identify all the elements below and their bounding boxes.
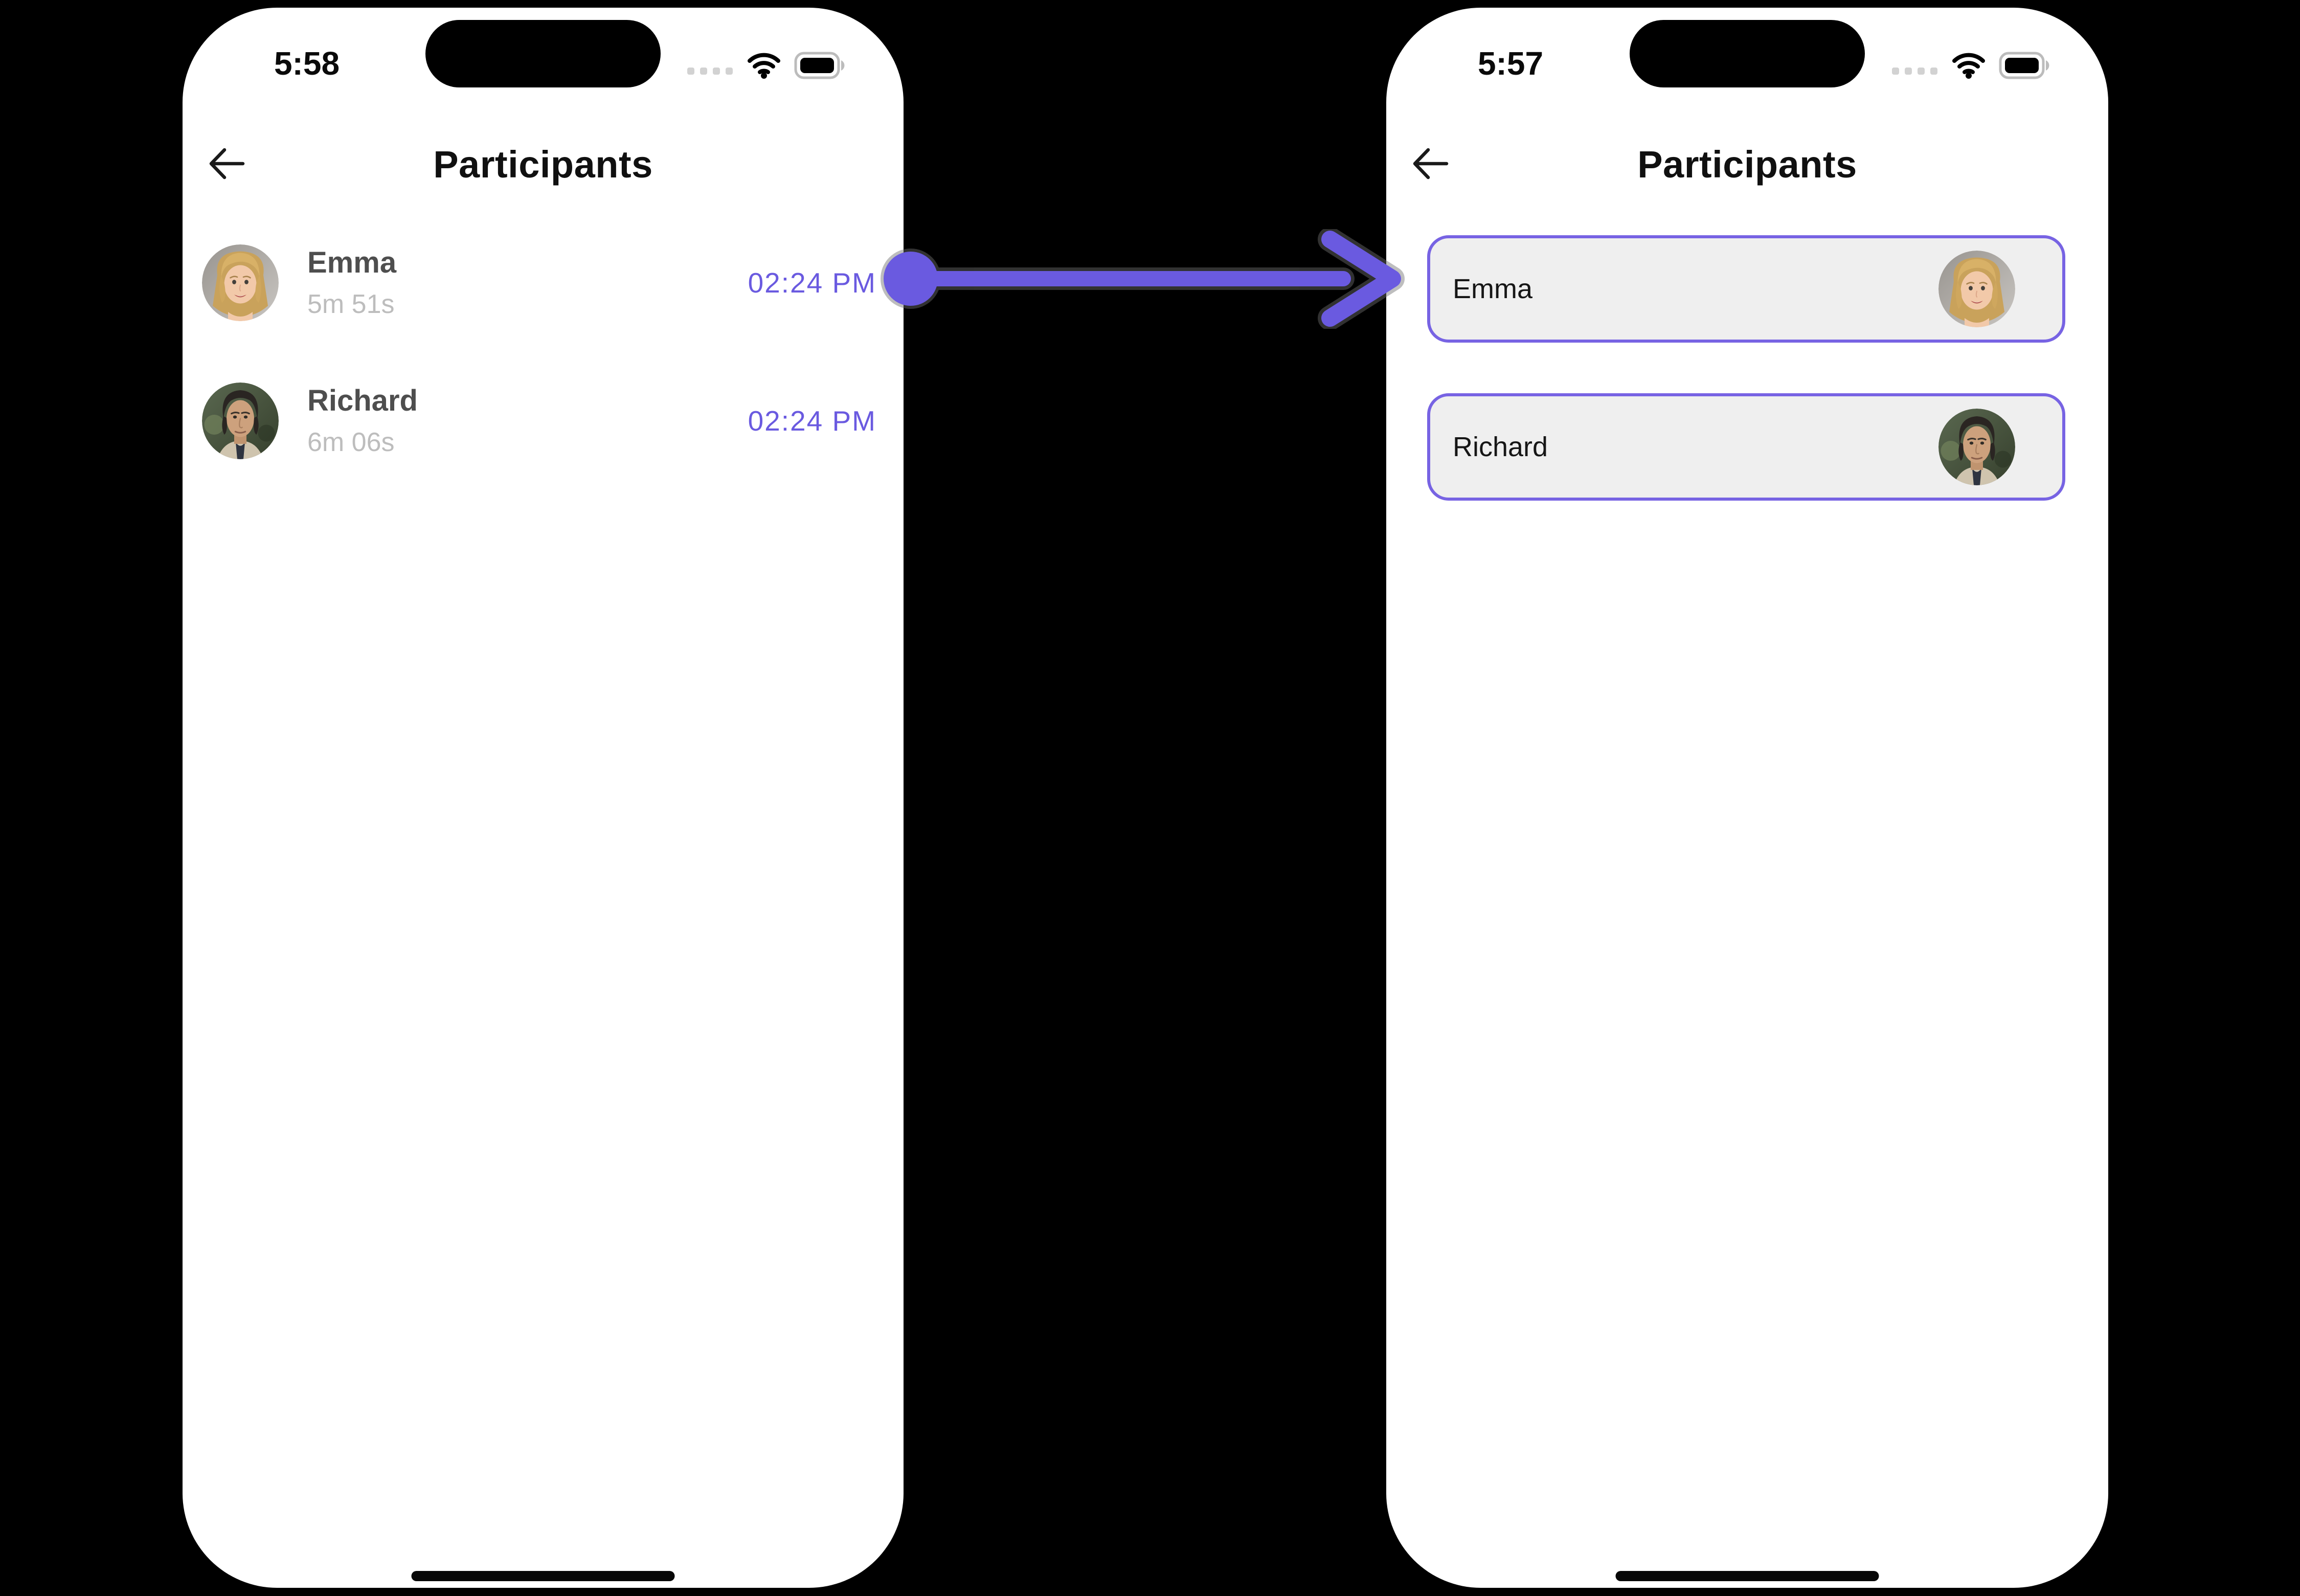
battery-icon: [794, 52, 846, 79]
home-indicator[interactable]: [411, 1571, 675, 1581]
dynamic-island: [425, 20, 661, 87]
page-title: Participants: [433, 143, 653, 186]
emma-avatar: [202, 244, 279, 321]
phone-after: 5:57 Participants Emma Richard: [1386, 8, 2108, 1588]
participant-row-emma[interactable]: Emma 5m 51s 02:24 PM: [202, 244, 876, 321]
wifi-icon: [747, 52, 781, 79]
status-icons: [1892, 48, 2051, 83]
emma-avatar: [1938, 251, 2015, 327]
participant-row-richard[interactable]: Richard 6m 06s 02:24 PM: [202, 383, 876, 459]
transition-arrow: [881, 229, 1405, 329]
dynamic-island: [1630, 20, 1865, 87]
home-indicator[interactable]: [1615, 1571, 1879, 1581]
battery-icon: [1999, 52, 2051, 79]
cellular-dots-icon: [687, 68, 733, 75]
participant-duration: 6m 06s: [307, 428, 395, 457]
status-icons: [687, 48, 846, 83]
richard-avatar: [202, 383, 279, 459]
participant-name: Richard: [1453, 432, 1548, 462]
participant-duration: 5m 51s: [307, 289, 395, 319]
participant-card-emma[interactable]: Emma: [1427, 235, 2065, 343]
status-time: 5:58: [274, 45, 340, 82]
participant-name: Richard: [307, 384, 418, 417]
participant-name: Emma: [1453, 274, 1533, 304]
participant-joined-time: 02:24 PM: [748, 267, 876, 299]
status-time: 5:57: [1477, 45, 1544, 82]
richard-avatar: [1938, 409, 2015, 485]
cellular-dots-icon: [1892, 68, 1937, 75]
phone-before: 5:58 Participants Emma 5m 51s 02:24 PM R…: [183, 8, 904, 1588]
participant-card-richard[interactable]: Richard: [1427, 393, 2065, 501]
wifi-icon: [1952, 52, 1986, 79]
participant-name: Emma: [307, 246, 397, 279]
participant-joined-time: 02:24 PM: [748, 405, 876, 437]
page-title: Participants: [1637, 143, 1857, 186]
